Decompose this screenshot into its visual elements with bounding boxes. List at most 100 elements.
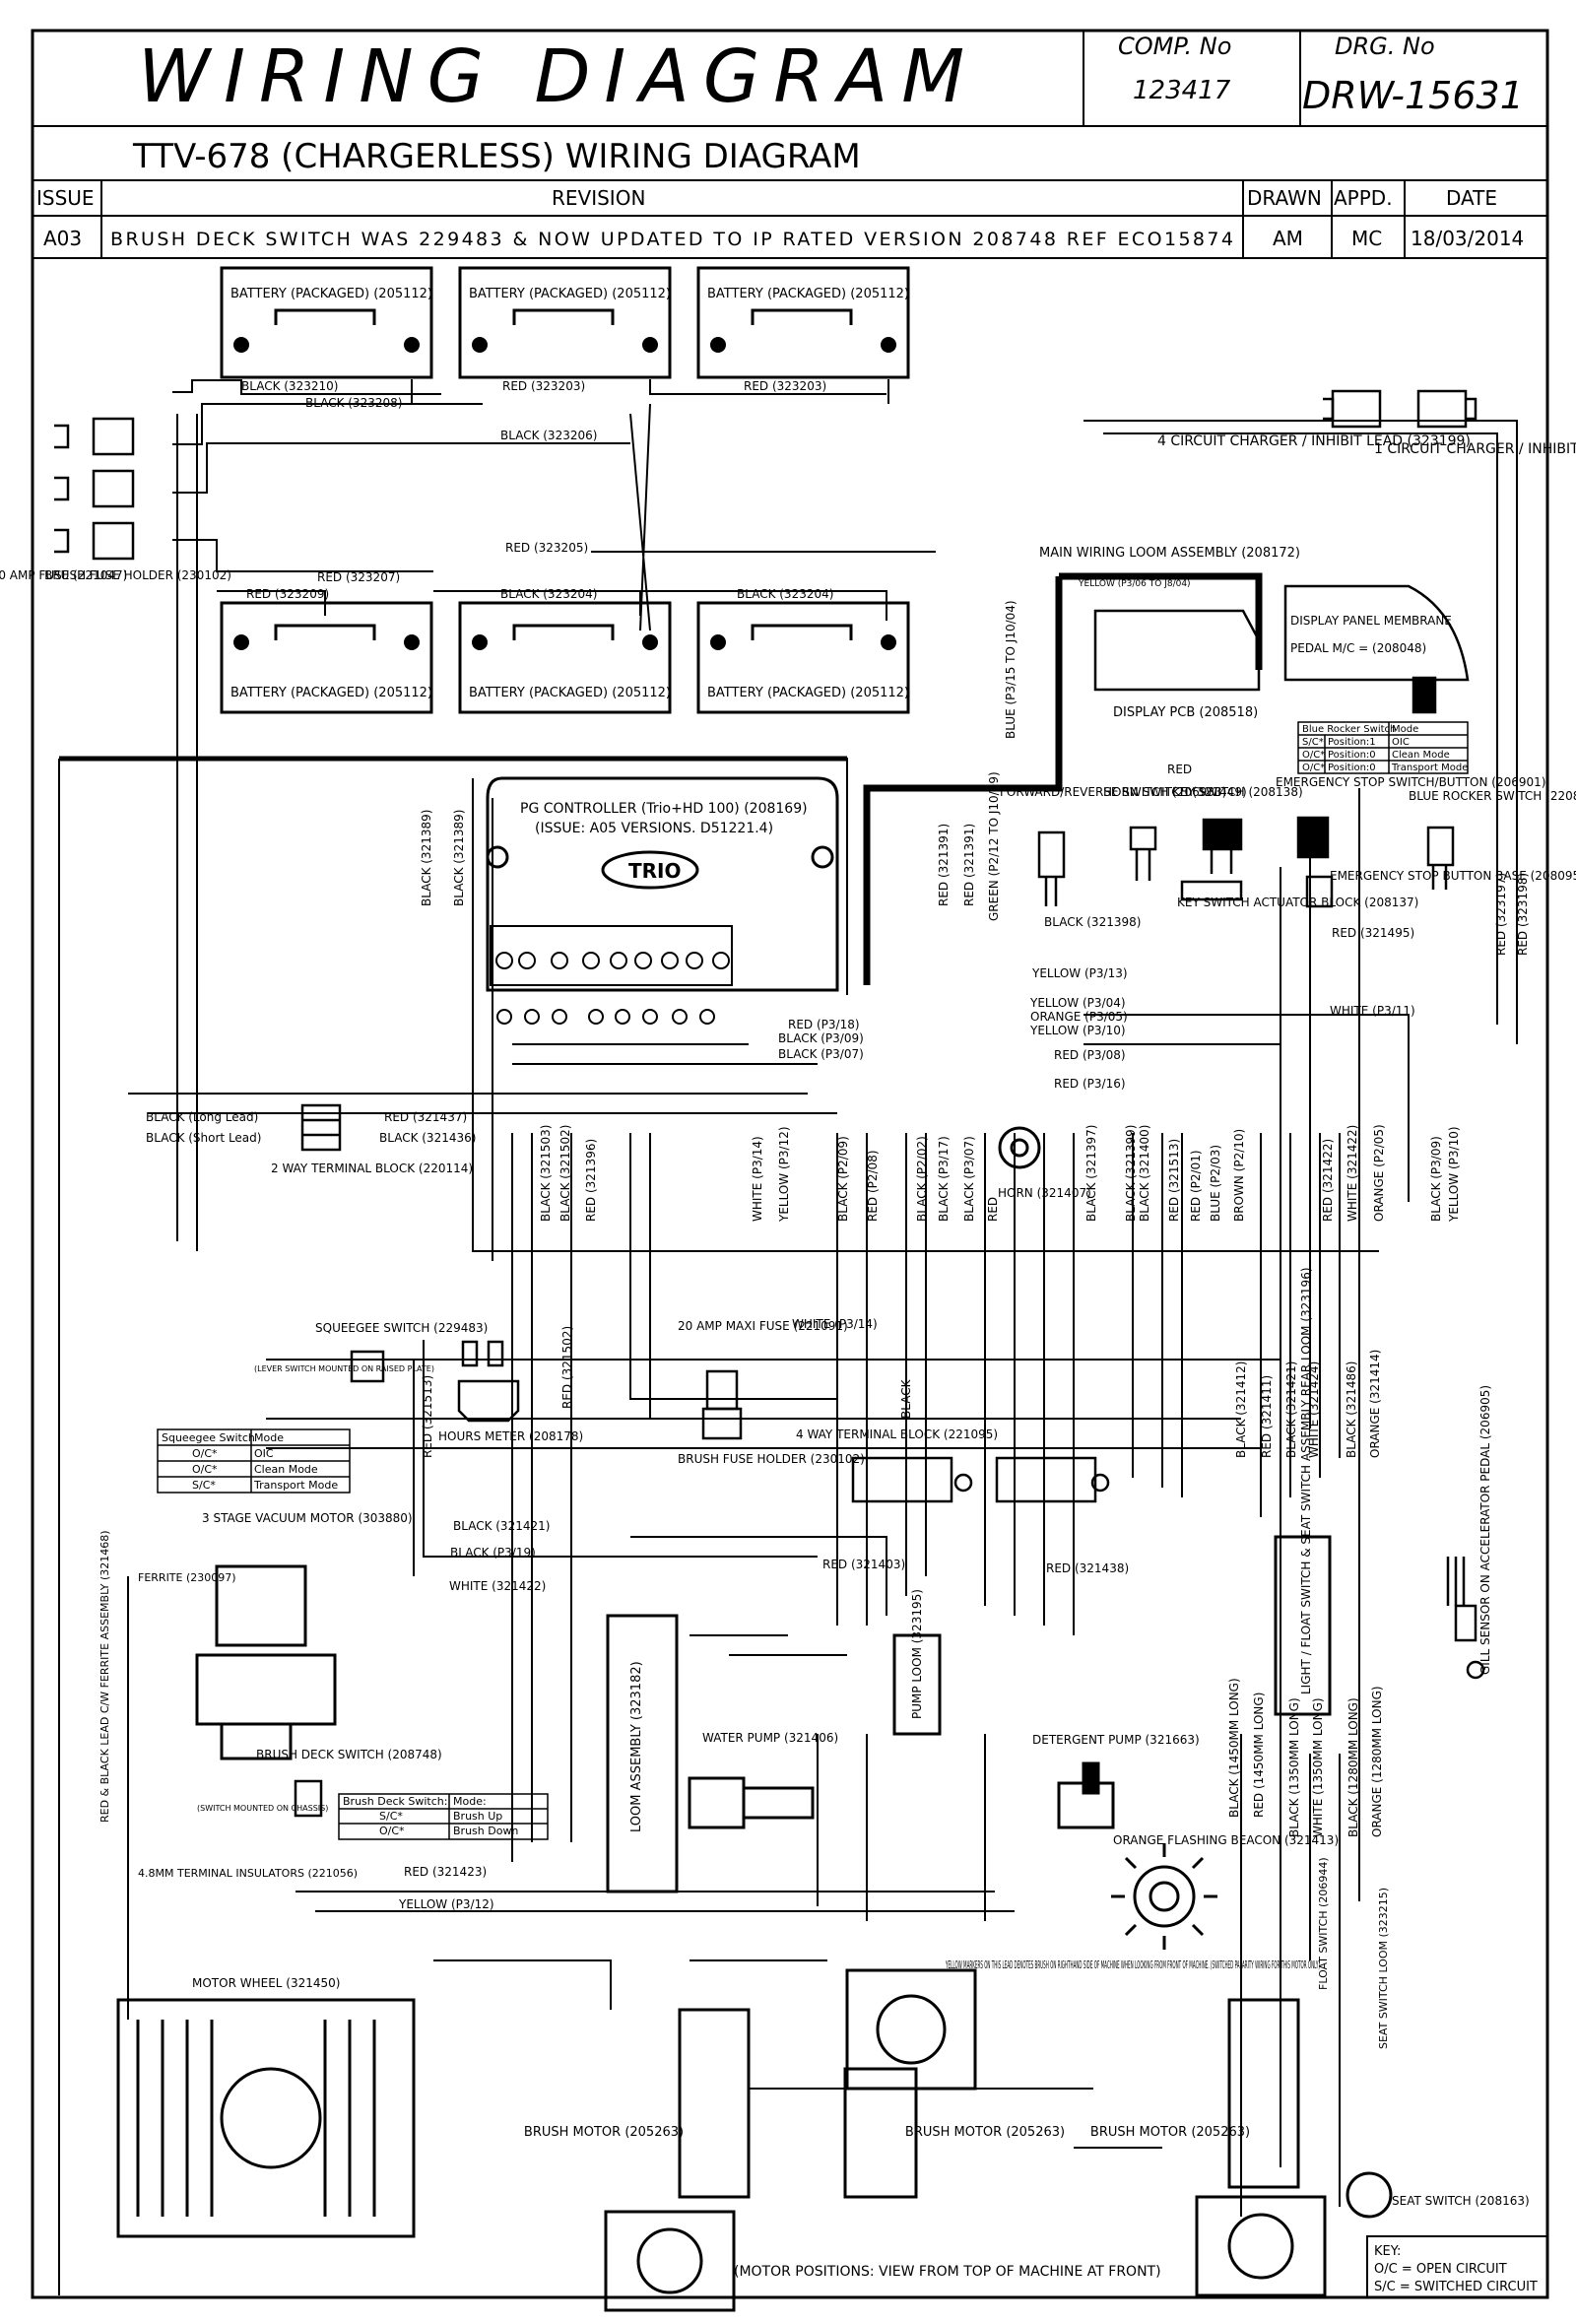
vwire-label: BLACK (321503) bbox=[539, 1125, 553, 1222]
fuse-40amp-label: 40 AMP FUSE (221047) bbox=[0, 568, 127, 582]
wire-label: ORANGE (P3/05) bbox=[1030, 1010, 1128, 1024]
table-cell: O/C* bbox=[1302, 763, 1325, 773]
seat-switch-label: SEAT SWITCH (208163) bbox=[1392, 2194, 1530, 2208]
col-appd: APPD. bbox=[1334, 186, 1393, 210]
vwire-label: BLACK (P3/17) bbox=[937, 1136, 951, 1222]
vwire-label: BLACK (321389) bbox=[452, 810, 466, 906]
brush-fuse-holder-label: BRUSH FUSE HOLDER (230102) bbox=[44, 568, 231, 582]
maxi-fuse-label: 20 AMP MAXI FUSE (221091) bbox=[678, 1319, 848, 1333]
lever-note: (LEVER SWITCH MOUNTED ON RAISED PLATE) bbox=[254, 1364, 434, 1373]
table-cell: Transport Mode bbox=[253, 1479, 338, 1492]
key-box bbox=[1366, 2235, 1548, 2298]
appd-value: MC bbox=[1351, 227, 1382, 250]
vwire-label: YELLOW (P3/12) bbox=[777, 1126, 791, 1223]
estop-base-label: EMERGENCY STOP BUTTON BASE (208095) bbox=[1330, 869, 1576, 883]
table-cell: S/C* bbox=[192, 1479, 216, 1492]
table-header: Brush Deck Switch: bbox=[343, 1795, 447, 1808]
fuse-blocks bbox=[54, 417, 135, 561]
vwire-label: GREEN (P2/12 TO J10/09) bbox=[987, 771, 1001, 921]
table-cell: O/C* bbox=[192, 1447, 218, 1460]
maxi-fuse bbox=[701, 1369, 743, 1440]
wire-label: BLACK (321398) bbox=[1044, 915, 1141, 929]
vwire-label: BLACK (321412) bbox=[1234, 1361, 1248, 1458]
controller-issue: (ISSUE: A05 VERSIONS. D51221.4) bbox=[535, 821, 773, 836]
battery-label-4: BATTERY (PACKAGED) (205112) bbox=[230, 686, 432, 700]
wire-label: RED (321438) bbox=[1046, 1561, 1129, 1575]
wire-label: RED (321423) bbox=[404, 1865, 487, 1879]
detergent-pump-label: DETERGENT PUMP (321663) bbox=[1032, 1733, 1200, 1747]
yellow-marker-note: YELLOW MARKERS ON THIS LEAD DENOTES BRUS… bbox=[946, 1959, 1320, 1971]
wire-label: BLACK (323210) bbox=[241, 379, 338, 393]
fuse-holder2-label: BRUSH FUSE HOLDER (230102) bbox=[678, 1452, 865, 1466]
vwire-label: RED (1450MM LONG) bbox=[1252, 1693, 1266, 1818]
wire-label: BLACK (321436) bbox=[379, 1131, 476, 1145]
vwire-label: BLACK (P2/02) bbox=[915, 1136, 929, 1222]
vwire-label: WHITE (321424) bbox=[1307, 1361, 1321, 1458]
vwire-label: RED (321391) bbox=[937, 824, 951, 906]
vwire-label: BLACK (1450MM LONG) bbox=[1227, 1678, 1241, 1818]
drawn-value: AM bbox=[1273, 227, 1303, 250]
vwire-label: RED (321411) bbox=[1260, 1375, 1274, 1458]
wire-label: BLACK (321421) bbox=[453, 1519, 550, 1533]
vwire-label: RED (323198) bbox=[1516, 873, 1530, 956]
wire-label: RED (321403) bbox=[822, 1558, 905, 1571]
vwire-label: ORANGE (1280MM LONG) bbox=[1370, 1686, 1384, 1837]
squeegee-table bbox=[157, 1428, 351, 1494]
table-header: Blue Rocker Switch bbox=[1302, 724, 1396, 735]
wire-label: YELLOW (P3/10) bbox=[1029, 1024, 1126, 1037]
table-header: Mode bbox=[254, 1431, 284, 1444]
brush-deck-table-text: Brush Deck Switch: Mode: S/C* Brush Up O… bbox=[343, 1795, 518, 1837]
terminal-4way-blocks bbox=[851, 1456, 1110, 1503]
vwire-label: BLACK (321421) bbox=[1284, 1361, 1298, 1458]
wire-label: RED (321495) bbox=[1332, 926, 1414, 940]
col-date: DATE bbox=[1446, 186, 1497, 210]
squeegee-label: SQUEEGEE SWITCH (229483) bbox=[315, 1321, 488, 1335]
looms bbox=[606, 1535, 1332, 1893]
table-cell: OIC bbox=[1392, 737, 1410, 748]
insulators-label: 4.8MM TERMINAL INSULATORS (221056) bbox=[138, 1867, 358, 1880]
wire-label: RED bbox=[1167, 763, 1192, 776]
table-cell: S/C* bbox=[379, 1810, 403, 1823]
drg-no-label: DRG. No bbox=[1335, 33, 1435, 60]
table-cell: Clean Mode bbox=[254, 1463, 318, 1476]
display-pcb-label: DISPLAY PCB (208518) bbox=[1113, 705, 1258, 720]
loom-tag: YELLOW (P3/06 TO J8/04) bbox=[1078, 579, 1191, 589]
hours-meter-label: HOURS METER (208178) bbox=[438, 1429, 583, 1443]
charger-plugs bbox=[1323, 389, 1478, 429]
wire-label: YELLOW (P3/13) bbox=[1031, 966, 1128, 980]
light-loom-label: LIGHT / FLOAT SWITCH & SEAT SWITCH ASSEM… bbox=[1299, 1267, 1313, 1694]
charger-1-circuit-label: 1 CIRCUIT CHARGER / INHIBIT PLUG (323177… bbox=[1374, 441, 1576, 457]
horn-switch-label: HORN SWITCH (321449) bbox=[1103, 785, 1247, 799]
beacon-label: ORANGE FLASHING BEACON (321413) bbox=[1113, 1833, 1339, 1847]
water-pump-label: WATER PUMP (321406) bbox=[702, 1731, 838, 1745]
battery-label-3: BATTERY (PACKAGED) (205112) bbox=[707, 287, 909, 301]
brush-deck-table bbox=[338, 1793, 549, 1840]
loom-assembly-label: LOOM ASSEMBLY (323182) bbox=[629, 1661, 644, 1832]
seat-switch-icon bbox=[1346, 2171, 1393, 2219]
vwire-label: YELLOW (P3/10) bbox=[1447, 1126, 1461, 1223]
vwire-label: RED bbox=[986, 1197, 1000, 1222]
terminal-2way bbox=[300, 1103, 342, 1152]
float-switch-label: FLOAT SWITCH (206944) bbox=[1317, 1857, 1330, 1990]
wiring-lines bbox=[58, 379, 1518, 2295]
motor-wheel-label: MOTOR WHEEL (321450) bbox=[192, 1976, 340, 1990]
col-drawn: DRAWN bbox=[1247, 186, 1322, 210]
brush-motor-label-3: BRUSH MOTOR (205263) bbox=[1090, 2125, 1250, 2140]
key-line-1: O/C = OPEN CIRCUIT bbox=[1374, 2262, 1507, 2277]
table-cell: O/C* bbox=[379, 1825, 405, 1837]
beacon-icon bbox=[1111, 1843, 1217, 1950]
table-cell: Position:0 bbox=[1328, 750, 1376, 761]
key-switch-label: KEY SWITCH (208138) bbox=[1172, 785, 1303, 799]
wire-label: RED (P3/18) bbox=[788, 1018, 860, 1031]
blue-rocker-table bbox=[1297, 721, 1469, 774]
wire-label: BLACK (P3/07) bbox=[778, 1047, 864, 1061]
blue-rocker-table-text: Blue Rocker Switch Mode S/C* Position:1 … bbox=[1302, 724, 1468, 773]
vwire-label: BLACK (1350MM LONG) bbox=[1287, 1697, 1301, 1837]
chassis-note: (SWITCH MOUNTED ON CHASSIS) bbox=[197, 1804, 328, 1813]
wire-label: BLACK (P3/19) bbox=[450, 1546, 536, 1560]
brush-deck-switch bbox=[294, 1779, 323, 1818]
wire-label: BLACK (P3/09) bbox=[778, 1031, 864, 1045]
vwire-label: BLACK bbox=[899, 1378, 913, 1419]
fwd-rev-switch-label: FORWARD/REVERSE SWITCH (206933) bbox=[1000, 785, 1226, 799]
